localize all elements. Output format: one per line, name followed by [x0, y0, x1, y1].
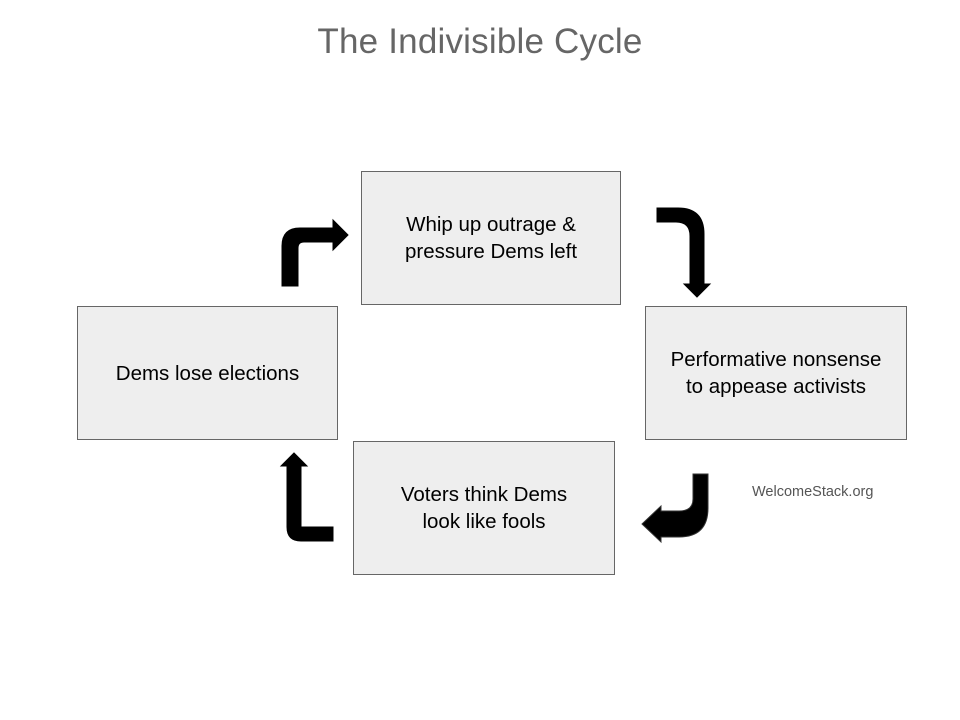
node-text-line: to appease activists — [685, 375, 867, 398]
arrow-bottom-to-left-icon — [279, 452, 334, 542]
cycle-node-performative-nonsense: Performative nonsense to appease activis… — [645, 306, 907, 440]
node-text-line: Dems lose elections — [115, 361, 300, 385]
cycle-node-whip-up-outrage: Whip up outrage & pressure Dems left — [361, 171, 621, 305]
node-text-line: pressure Dems left — [404, 240, 578, 263]
diagram-title: The Indivisible Cycle — [317, 22, 643, 61]
arrow-left-to-top-icon — [281, 218, 349, 287]
cycle-node-dems-lose: Dems lose elections — [77, 306, 338, 440]
arrow-top-to-right-icon — [656, 207, 712, 298]
watermark-text: WelcomeStack.org — [752, 484, 874, 500]
node-text-line: Whip up outrage & — [406, 213, 576, 236]
cycle-node-voters-think: Voters think Dems look like fools — [353, 441, 615, 575]
node-text-line: Performative nonsense — [670, 348, 882, 371]
node-text-line: look like fools — [422, 510, 546, 533]
arrow-right-to-bottom-icon — [641, 473, 709, 544]
node-text-line: Voters think Dems — [400, 483, 568, 506]
